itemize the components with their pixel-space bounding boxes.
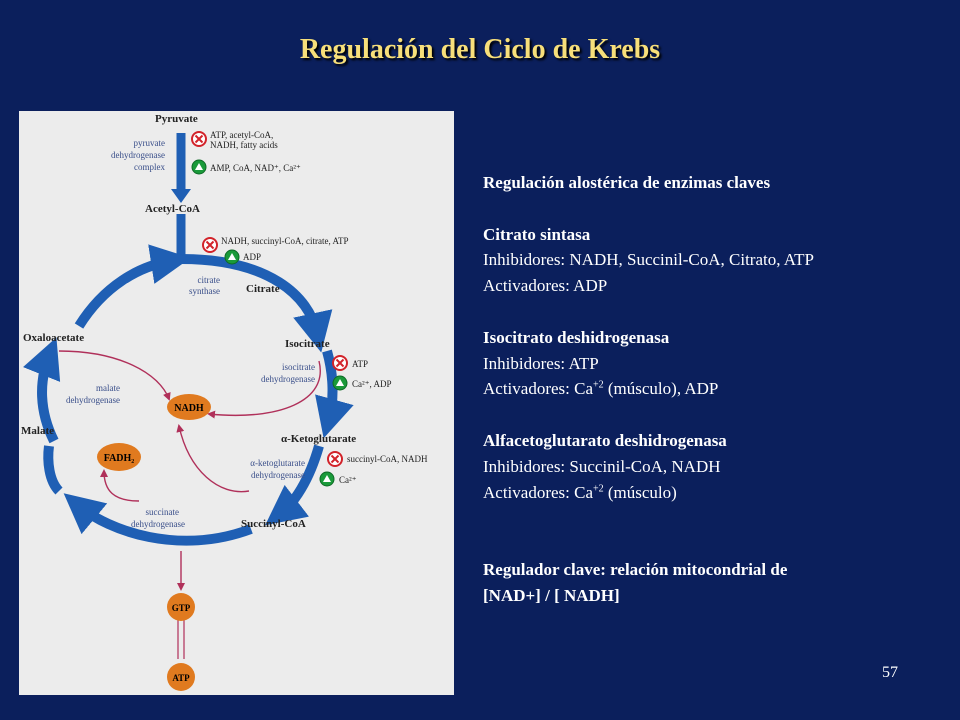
malate-dh-nadh-arrow <box>58 350 171 401</box>
pyruvate-label: Pyruvate <box>155 113 198 125</box>
cycle-arc-succinate <box>43 445 63 495</box>
cs-enzyme-line1: citrate <box>198 275 220 285</box>
pdh-activators: AMP, CoA, NAD⁺, Ca²⁺ <box>210 163 301 173</box>
cs-inhibitors: NADH, succinyl-CoA, citrate, ATP <box>221 236 348 246</box>
fadh2-oval <box>97 443 141 471</box>
akg-title: Alfacetoglutarato deshidrogenasa <box>483 430 727 450</box>
isocitrate-label: Isocitrate <box>285 338 330 350</box>
mdh-enzyme-line2: dehydrogenase <box>66 395 120 405</box>
idh-activators: Ca²⁺, ADP <box>352 379 391 389</box>
idh-enzyme-line2: dehydrogenase <box>261 374 315 384</box>
cs-activators-text: Activadores: ADP <box>483 276 608 296</box>
idh-inhibitors-text: Inhibidores: ATP <box>483 353 599 373</box>
idh-title: Isocitrato deshidrogenasa <box>483 327 670 347</box>
akg-label: α-Ketoglutarate <box>281 433 356 445</box>
pdh-activate-icon <box>191 159 207 175</box>
cycle-arc-succinyl <box>63 493 253 546</box>
cycle-arc-oxaloacetate <box>74 244 191 329</box>
pdh-enzyme-line2: dehydrogenase <box>111 150 165 160</box>
akgdh-nadh-arrow <box>176 424 250 493</box>
akgdh-inhibitors: succinyl-CoA, NADH <box>347 454 428 464</box>
fadh2-label: FADH₂ <box>104 453 135 464</box>
nadh-label: NADH <box>174 403 204 414</box>
pdh-inhibit-icon <box>191 131 207 147</box>
akg-activators-text: Activadores: Ca+2 (músculo) <box>483 482 677 502</box>
atp-circle <box>167 663 195 691</box>
akgdh-activate-icon <box>319 471 335 487</box>
succinyl-coa-label: Succinyl-CoA <box>241 518 306 530</box>
cs-activate-icon <box>224 249 240 265</box>
key-regulator-line1: Regulador clave: relación mitocondrial d… <box>483 559 788 579</box>
sdh-enzyme-line2: dehydrogenase <box>131 519 185 529</box>
sdh-enzyme-line1: succinate <box>146 507 179 517</box>
key-regulator-line2: [NAD+] / [ NADH] <box>483 585 620 605</box>
pdh-inhibitors-line1: ATP, acetyl-CoA, <box>210 130 273 140</box>
gtp-label: GTP <box>172 603 191 613</box>
pdh-inhibitors-line2: NADH, fatty acids <box>210 140 278 150</box>
gtp-circle <box>167 593 195 621</box>
citrate-label: Citrate <box>246 283 280 295</box>
idh-inhibitors: ATP <box>352 359 368 369</box>
idh-inhibit-icon <box>332 355 348 371</box>
akgdh-enzyme-line2: dehydrogenase <box>251 470 305 480</box>
pdh-enzyme-line3: complex <box>134 162 165 172</box>
akgdh-activators: Ca²⁺ <box>339 475 357 485</box>
slide-title: Regulación del Ciclo de Krebs <box>299 34 661 65</box>
cs-enzyme-line2: synthase <box>189 286 220 296</box>
sdh-fadh2-arrow <box>100 469 140 502</box>
acetyl-coa-label: Acetyl-CoA <box>145 203 200 215</box>
atp-label: ATP <box>172 673 190 683</box>
cs-inhibitors-text: Inhibidores: NADH, Succinil-CoA, Citrato… <box>483 250 815 270</box>
idh-activate-icon <box>332 375 348 391</box>
cycle-arc-akg <box>265 444 324 526</box>
akgdh-enzyme-line1: α-ketoglutarate <box>250 458 305 468</box>
pdh-enzyme-line1: pyruvate <box>134 138 166 148</box>
cs-activators: ADP <box>243 252 261 262</box>
oxaloacetate-label: Oxaloacetate <box>23 332 84 344</box>
cycle-arc-isocitrate <box>315 349 354 439</box>
mdh-enzyme-line1: malate <box>96 383 120 393</box>
nadh-oval <box>167 394 211 420</box>
cs-title: Citrato sintasa <box>483 224 591 244</box>
krebs-cycle-diagram: NADH FADH₂ GTP ATP Pyruvate Acetyl-CoA C… <box>19 111 454 695</box>
page-number: 57 <box>882 664 898 681</box>
akgdh-inhibit-icon <box>327 451 343 467</box>
cycle-arc-malate <box>23 337 61 444</box>
malate-label: Malate <box>21 425 54 437</box>
regulation-notes: Regulación alostérica de enzimas claves … <box>483 170 923 609</box>
akg-inhibitors-text: Inhibidores: Succinil-CoA, NADH <box>483 456 721 476</box>
cs-inhibit-icon <box>202 237 218 253</box>
idh-enzyme-line1: isocitrate <box>282 362 315 372</box>
notes-heading: Regulación alostérica de enzimas claves <box>483 173 771 192</box>
cycle-arc-citrate <box>180 254 333 353</box>
idh-activators-text: Activadores: Ca+2 (músculo), ADP <box>483 379 719 399</box>
idh-nadh-arrow <box>207 360 321 419</box>
